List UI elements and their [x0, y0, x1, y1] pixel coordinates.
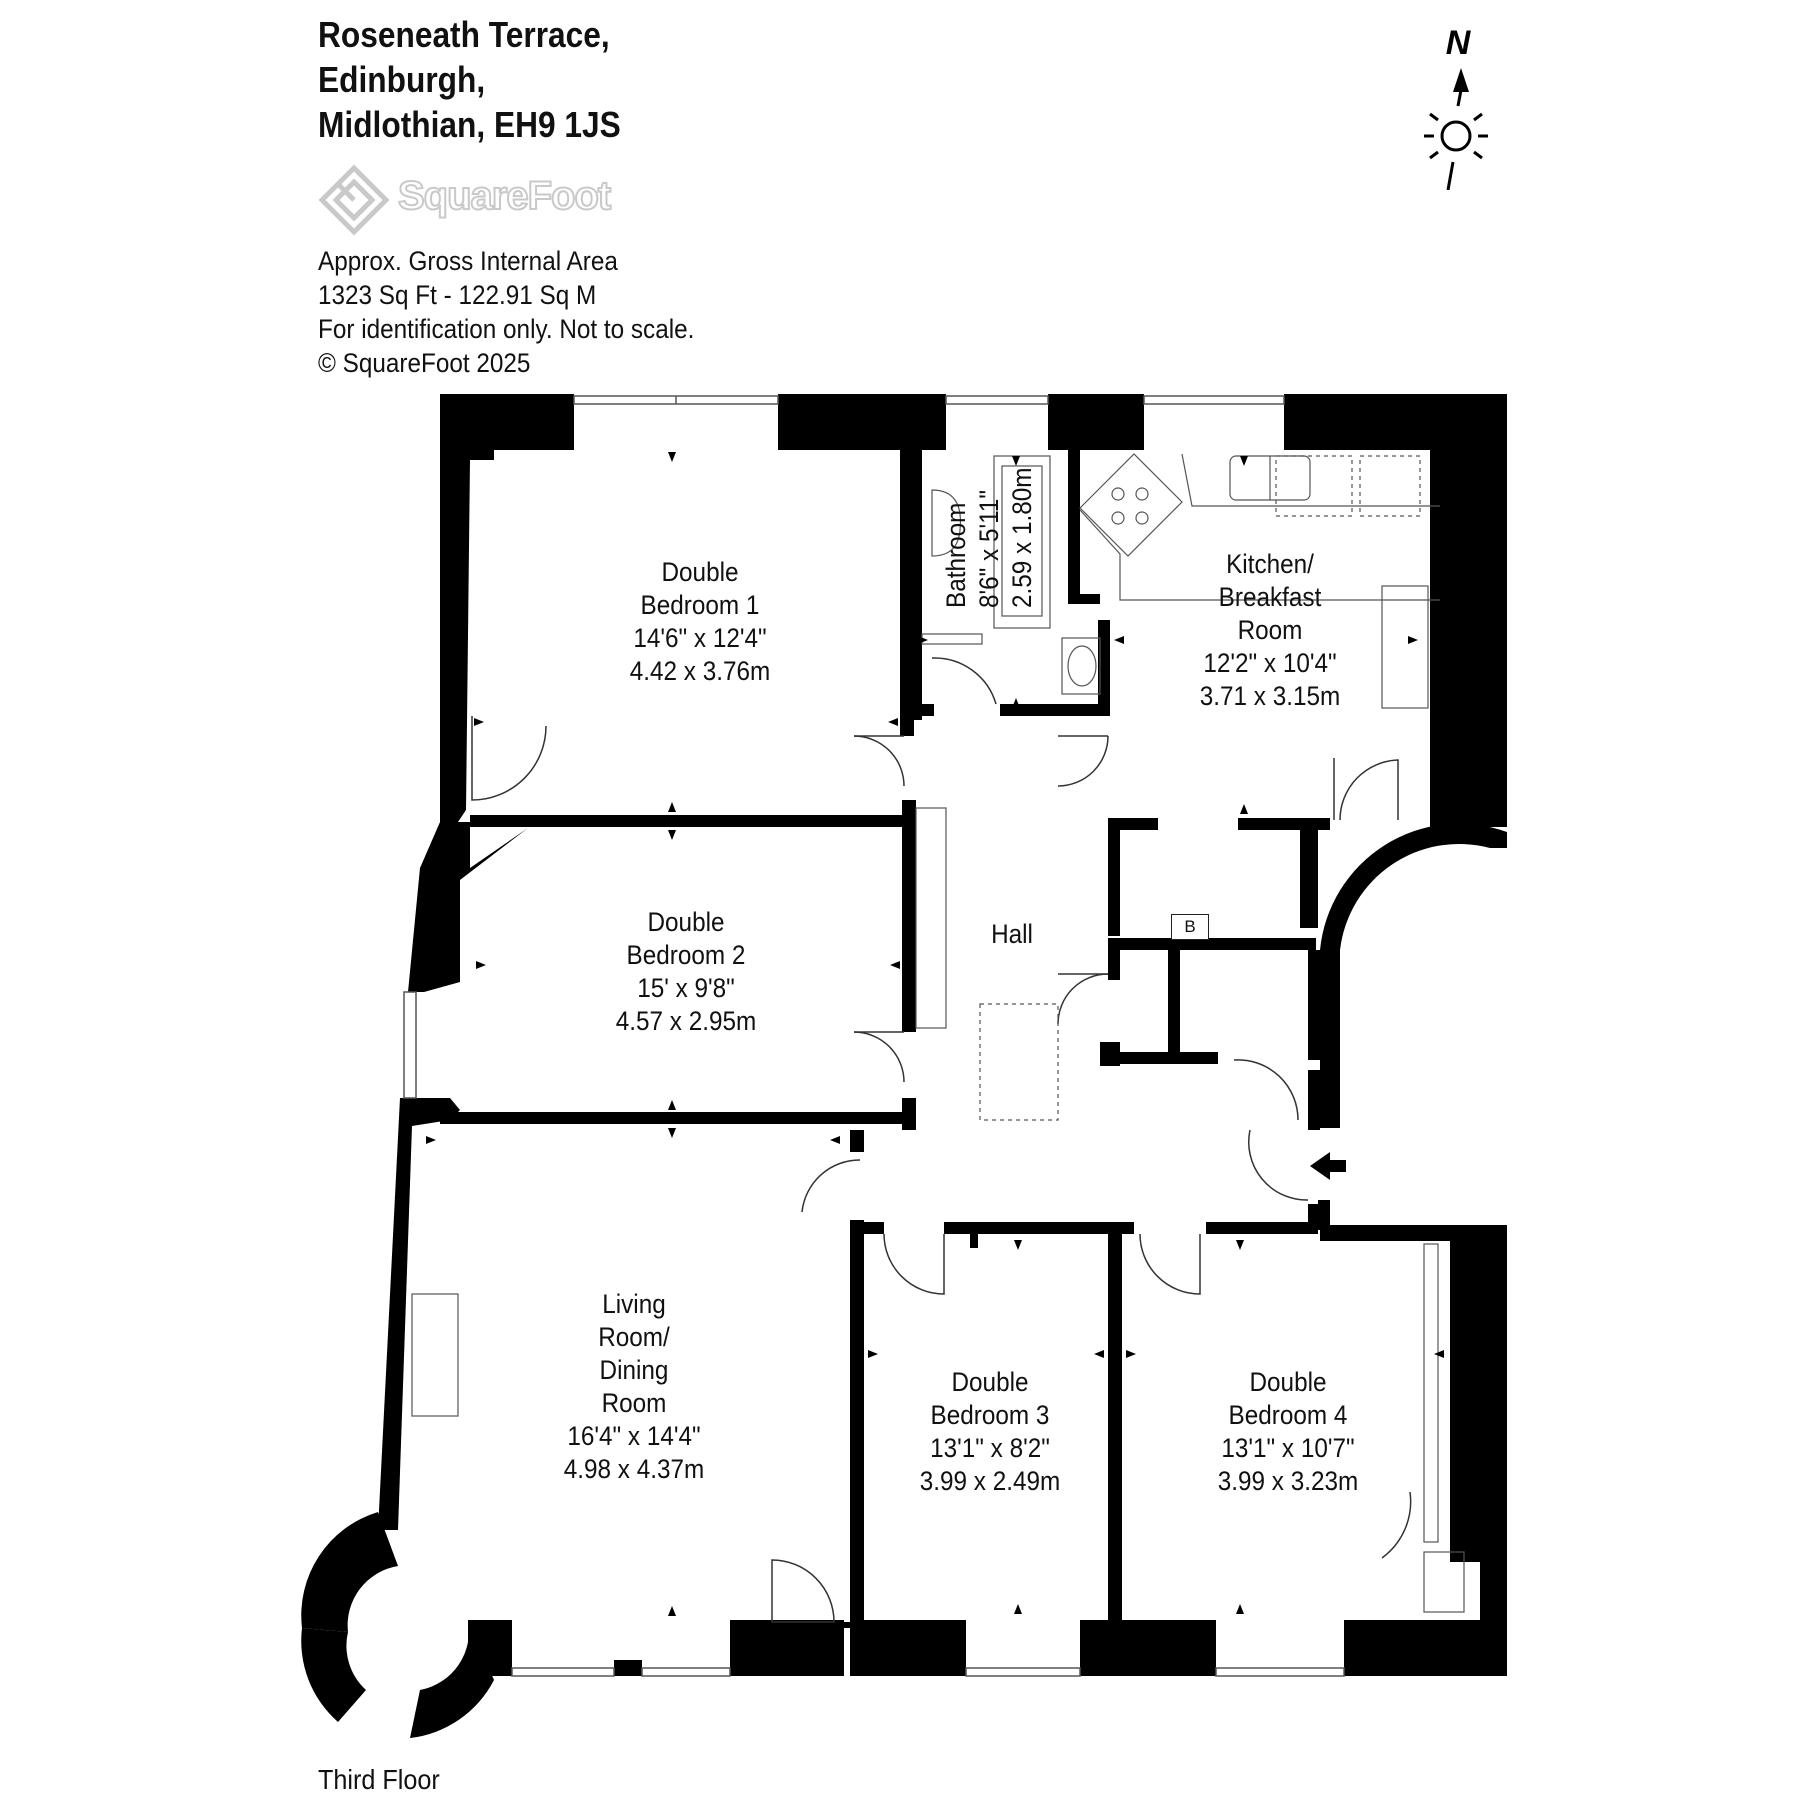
room-label-living-room: Living Room/ Dining Room 16'4" x 14'4" 4… [563, 1289, 705, 1484]
room-label-hall: Hall [991, 919, 1033, 949]
room-label-bathroom: Bathroom 8'6" x 5'11" 2.59 x 1.80m [941, 467, 1037, 608]
floor-label: Third Floor [318, 1764, 440, 1795]
north-arrow-compass-icon [1424, 68, 1488, 191]
disclaimer: For identification only. Not to scale. [318, 314, 695, 344]
address-line-3: Midlothian, EH9 1JS [318, 104, 621, 145]
room-label-bedroom-3: Double Bedroom 3 13'1" x 8'2" 3.99 x 2.4… [919, 1367, 1061, 1496]
copyright: © SquareFoot 2025 [318, 348, 531, 378]
area-label: Approx. Gross Internal Area [318, 246, 618, 276]
doors [471, 657, 1412, 1623]
compass: N [1408, 10, 1512, 191]
area-value: 1323 Sq Ft - 122.91 Sq M [318, 280, 597, 310]
entrance-arrow-icon [1310, 1152, 1346, 1180]
interior-walls [440, 450, 1330, 1630]
area-info: Approx. Gross Internal Area 1323 Sq Ft -… [318, 244, 694, 380]
room-label-bedroom-1: Double Bedroom 1 14'6" x 12'4" 4.42 x 3.… [629, 557, 771, 686]
brand-name: SquareFoot [397, 173, 612, 219]
north-label: N [1446, 24, 1472, 62]
property-address: Roseneath Terrace, Edinburgh, Midlothian… [318, 12, 621, 147]
room-label-bedroom-4: Double Bedroom 4 13'1" x 10'7" 3.99 x 3.… [1217, 1367, 1359, 1496]
room-label-bedroom-2: Double Bedroom 2 15' x 9'8" 4.57 x 2.95m [615, 907, 757, 1036]
boiler-label: B [1171, 914, 1209, 940]
outer-walls [301, 394, 1507, 1738]
squarefoot-logo-icon [318, 164, 390, 236]
address-line-1: Roseneath Terrace, [318, 14, 610, 55]
fixtures [411, 453, 1465, 1613]
squarefoot-logo: SquareFoot [318, 164, 618, 236]
dimension-markers [426, 452, 1444, 1616]
address-line-2: Edinburgh, [318, 59, 486, 100]
windows [403, 395, 1345, 1677]
room-label-kitchen: Kitchen/ Breakfast Room 12'2" x 10'4" 3.… [1199, 549, 1341, 711]
